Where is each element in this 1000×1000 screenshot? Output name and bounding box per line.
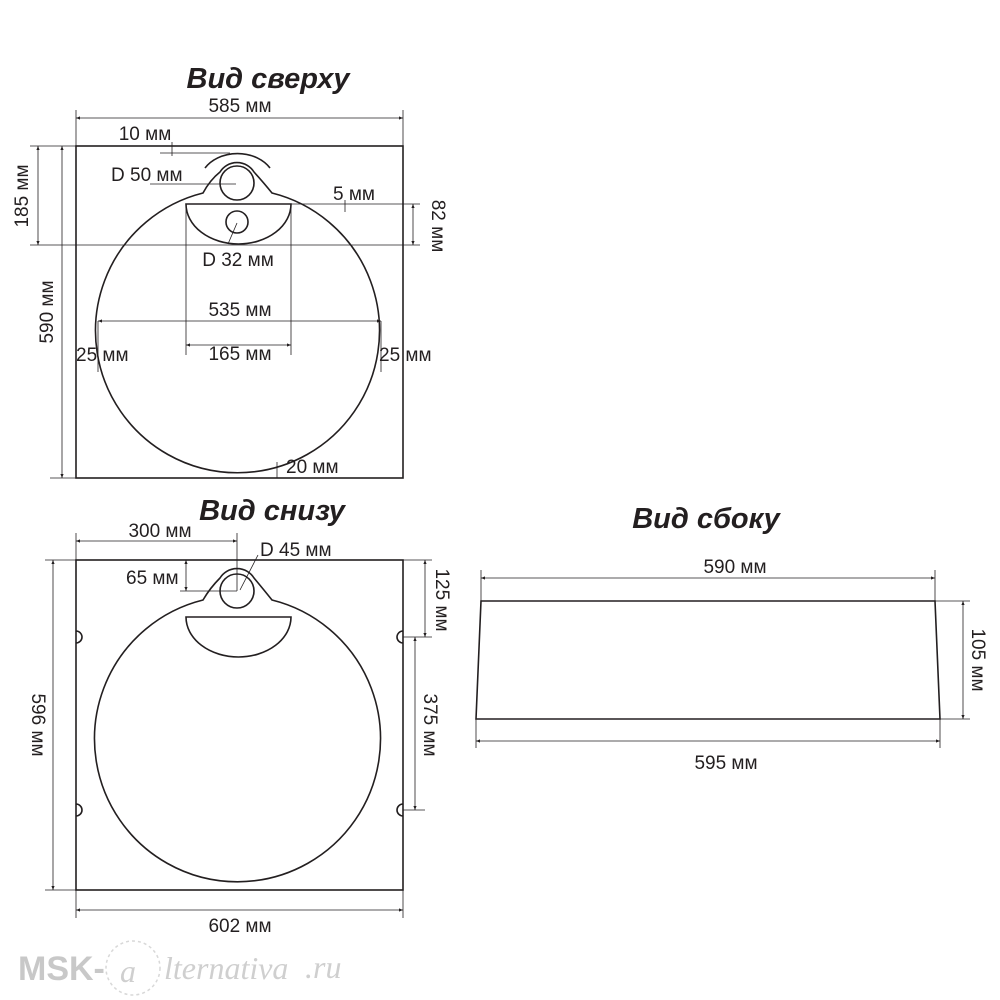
dim-left-margin: 25 мм — [76, 345, 129, 366]
basin-outline — [94, 161, 381, 474]
bottom-bowl-outline — [185, 616, 292, 658]
watermark-rest: lternativa — [164, 950, 288, 986]
dim-mount-top: 125 мм — [431, 568, 452, 631]
dim-mount-spacing: 375 мм — [419, 693, 440, 756]
dim-top-width: 590 мм — [703, 557, 766, 578]
dim-hole-d: D 45 мм — [260, 540, 332, 561]
overflow-hole — [219, 165, 255, 201]
bottom-outline — [75, 559, 404, 891]
dim-basin-width: 535 мм — [208, 300, 271, 321]
watermark-brand: MSK- — [18, 950, 105, 988]
dim-gap-top: 10 мм — [119, 124, 172, 145]
mount-points — [75, 630, 404, 817]
dim-bowl-depth: 82 мм — [427, 200, 448, 253]
bottom-view-title: Вид снизу — [199, 495, 347, 527]
dim-hole-offset-x: 300 мм — [128, 521, 191, 542]
dim-right-margin: 25 мм — [379, 345, 432, 366]
dim-thickness: 105 мм — [967, 628, 988, 691]
top-view: Вид сверху 585 мм 10 мм D 50 — [12, 63, 448, 479]
dim-overflow-d: D 50 мм — [111, 165, 183, 186]
overflow-arc — [204, 152, 271, 169]
dim-bottom-margin: 20 мм — [286, 457, 339, 478]
dim-rim: 5 мм — [333, 184, 375, 205]
dim-bottom-width: 602 мм — [208, 916, 271, 937]
watermark-at-glyph: a — [120, 953, 136, 989]
bowl-outline — [185, 203, 292, 245]
dim-drain-d: D 32 мм — [202, 250, 274, 271]
dim-bottom-height: 596 мм — [27, 693, 48, 756]
top-dimension-lines — [30, 110, 420, 479]
watermark: MSK- a lternativa .ru — [18, 940, 341, 996]
bottom-basin-outline — [93, 567, 382, 883]
side-view: Вид сбоку 590 мм 595 мм 105 мм — [475, 503, 988, 774]
countertop-outline — [75, 145, 404, 479]
top-view-title: Вид сверху — [187, 63, 352, 95]
watermark-tld: .ru — [305, 949, 341, 985]
dim-height: 590 мм — [37, 280, 58, 343]
side-view-title: Вид сбоку — [632, 503, 781, 535]
dim-width: 585 мм — [208, 96, 271, 117]
watermark-at-icon — [105, 940, 161, 996]
dim-top-offset: 185 мм — [12, 164, 33, 227]
bottom-view: Вид снизу 300 мм D 45 мм 65 мм 125 мм 37… — [27, 495, 452, 937]
bottom-dimension-lines — [45, 533, 432, 918]
side-outline — [475, 600, 941, 720]
drain-hole — [225, 210, 249, 234]
dim-bottom-width-side: 595 мм — [694, 753, 757, 774]
dim-bowl-width: 165 мм — [208, 344, 271, 365]
side-dimension-lines — [475, 570, 970, 748]
dim-hole-offset-y: 65 мм — [126, 568, 179, 589]
